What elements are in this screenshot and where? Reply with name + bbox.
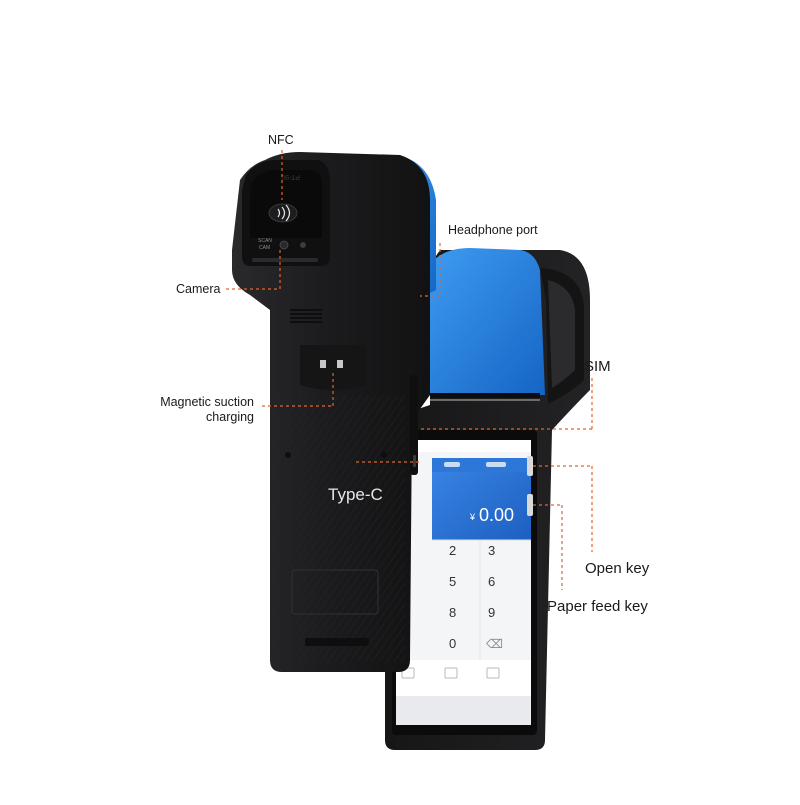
paper-slot — [430, 393, 540, 398]
label-plate — [291, 569, 379, 615]
flash-icon — [300, 242, 306, 248]
magnetic-callout-line2: charging — [206, 410, 254, 424]
printer-cover — [425, 248, 545, 395]
paper-feed-key-button[interactable] — [527, 494, 533, 516]
open-key-callout: Open key — [585, 560, 650, 577]
key-5[interactable]: 5 — [449, 574, 456, 589]
open-key-button[interactable] — [527, 456, 533, 476]
camera-callout: Camera — [176, 282, 221, 296]
speaker-grille — [290, 309, 322, 323]
back-device: PT-90 SCAN CAM Type-C — [232, 152, 436, 672]
nfc-icon — [268, 203, 298, 223]
scan-label: SCAN — [258, 238, 272, 244]
type-c-label: Type-C — [328, 485, 383, 504]
svg-text:PT-90: PT-90 — [281, 173, 300, 180]
front-device — [385, 248, 590, 750]
magnetic-callout-line1: Magnetic suction — [160, 395, 254, 409]
key-9[interactable]: 9 — [488, 605, 495, 620]
screen-content: ¥ 0.00 2 3 5 6 8 9 0 ⌫ — [449, 505, 514, 651]
camera-lens-icon — [279, 240, 289, 250]
side-ports — [410, 375, 418, 475]
cam-label: CAM — [259, 245, 270, 251]
nfc-callout: NFC — [268, 133, 294, 147]
type-c-port — [413, 455, 416, 467]
key-3[interactable]: 3 — [488, 543, 495, 558]
amount-display: 0.00 — [479, 505, 514, 525]
paper-feed-key-callout: Paper feed key — [547, 598, 648, 615]
magnetic-charging-pad — [300, 345, 366, 390]
key-2[interactable]: 2 — [449, 543, 456, 558]
key-8[interactable]: 8 — [449, 605, 456, 620]
key-6[interactable]: 6 — [488, 574, 495, 589]
leader-lines — [226, 150, 593, 590]
sim-callout: SIM — [584, 358, 611, 375]
headphone-callout: Headphone port — [448, 223, 538, 237]
currency-symbol: ¥ — [469, 512, 476, 522]
key-0[interactable]: 0 — [449, 636, 456, 651]
backspace-key[interactable]: ⌫ — [486, 637, 503, 651]
